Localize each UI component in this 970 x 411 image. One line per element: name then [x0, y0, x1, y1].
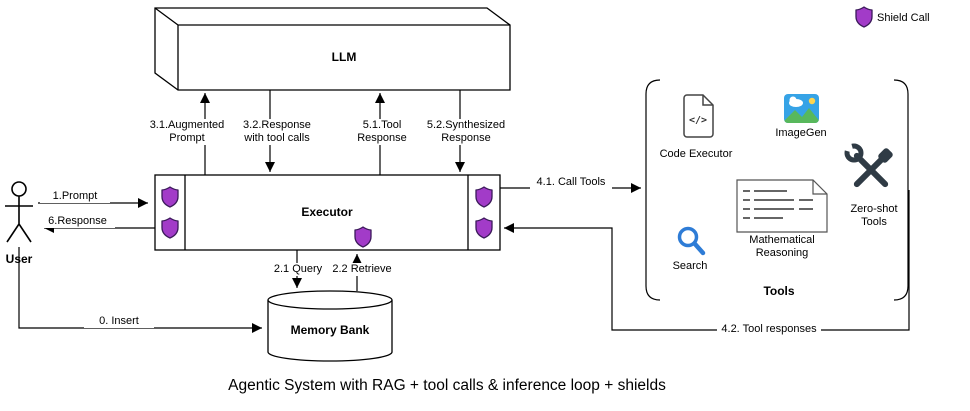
edge-label-tool-response: 5.1.Tool Response	[354, 119, 410, 146]
imagegen-icon	[784, 94, 819, 123]
edge-label-response-with-tool-calls: 3.2.Response with tool calls	[234, 119, 320, 146]
shield-icon	[475, 217, 493, 239]
code-executor-icon: </>	[683, 94, 714, 138]
executor-node	[154, 174, 501, 251]
search-label: Search	[672, 260, 708, 272]
edge-insert	[18, 247, 262, 333]
shield-icon	[354, 226, 372, 248]
imagegen-cloud-puff	[789, 96, 797, 104]
imagegen-label: ImageGen	[775, 127, 827, 139]
search-icon	[677, 226, 706, 256]
wrench-head	[844, 143, 864, 163]
tools-bracket-left	[645, 79, 661, 301]
edge-label-call-tools: 4.1. Call Tools	[530, 176, 612, 190]
user-body	[5, 196, 33, 243]
edge-label-prompt: 1.Prompt	[40, 190, 110, 204]
executor-dividers	[184, 175, 469, 250]
edge-tool-responses	[504, 190, 910, 331]
memory-bank-label: Memory Bank	[290, 323, 370, 337]
executor-box	[154, 174, 501, 251]
imagegen-hills	[784, 108, 819, 123]
wrench-notch	[840, 139, 854, 153]
code-file-fold	[702, 95, 713, 106]
legend-shield-icon	[855, 6, 873, 28]
edge-label-augmented-prompt: 3.1.Augmented Prompt	[137, 119, 237, 146]
mathematical-reasoning-icon	[736, 179, 828, 233]
search-lens	[677, 226, 699, 248]
tools-group-brackets	[645, 79, 909, 301]
executor-label: Executor	[301, 205, 353, 219]
math-doc-outline	[736, 179, 828, 233]
llm-cube-inner-edges	[154, 7, 510, 90]
edge-label-synthesized-response: 5.2.Synthesized Response	[420, 119, 512, 146]
edge-label-tool-responses: 4.2. Tool responses	[717, 323, 821, 337]
shield-icon	[161, 217, 179, 239]
code-glyph: </>	[689, 115, 707, 126]
llm-label: LLM	[331, 50, 357, 64]
edge-label-insert: 0. Insert	[84, 315, 154, 329]
shield-icon	[161, 186, 179, 208]
llm-node	[154, 7, 511, 91]
memory-bank-node	[267, 290, 393, 362]
zero-shot-tools-label: Zero-shot Tools	[850, 203, 898, 229]
math-equation-lines	[743, 190, 813, 219]
llm-cube-outline	[154, 7, 511, 91]
user-label: User	[5, 252, 33, 266]
shield-icon	[475, 186, 493, 208]
mathematical-reasoning-label: Mathematical Reasoning	[749, 234, 815, 260]
imagegen-sun	[808, 97, 816, 105]
user-actor-icon	[5, 181, 33, 243]
diagram-title: Agentic System with RAG + tool calls & i…	[228, 377, 666, 394]
legend-shield-label: Shield Call	[877, 12, 930, 24]
zero-shot-tools-icon	[840, 139, 893, 188]
tools-bracket-right	[893, 79, 909, 301]
tool-bar-2	[853, 152, 889, 188]
math-doc-fold	[812, 180, 827, 195]
tools-group-label: Tools	[763, 284, 795, 298]
code-executor-label: Code Executor	[659, 148, 733, 160]
memory-cylinder-top	[267, 290, 393, 310]
user-head	[11, 181, 27, 197]
edge-label-retrieve: 2.2 Retrieve	[328, 263, 396, 277]
screwdriver-handle	[878, 148, 893, 163]
edge-label-response: 6.Response	[40, 215, 115, 229]
search-handle	[692, 241, 706, 256]
memory-cylinder-body	[267, 300, 393, 362]
edge-label-query: 2.1 Query	[266, 263, 330, 277]
